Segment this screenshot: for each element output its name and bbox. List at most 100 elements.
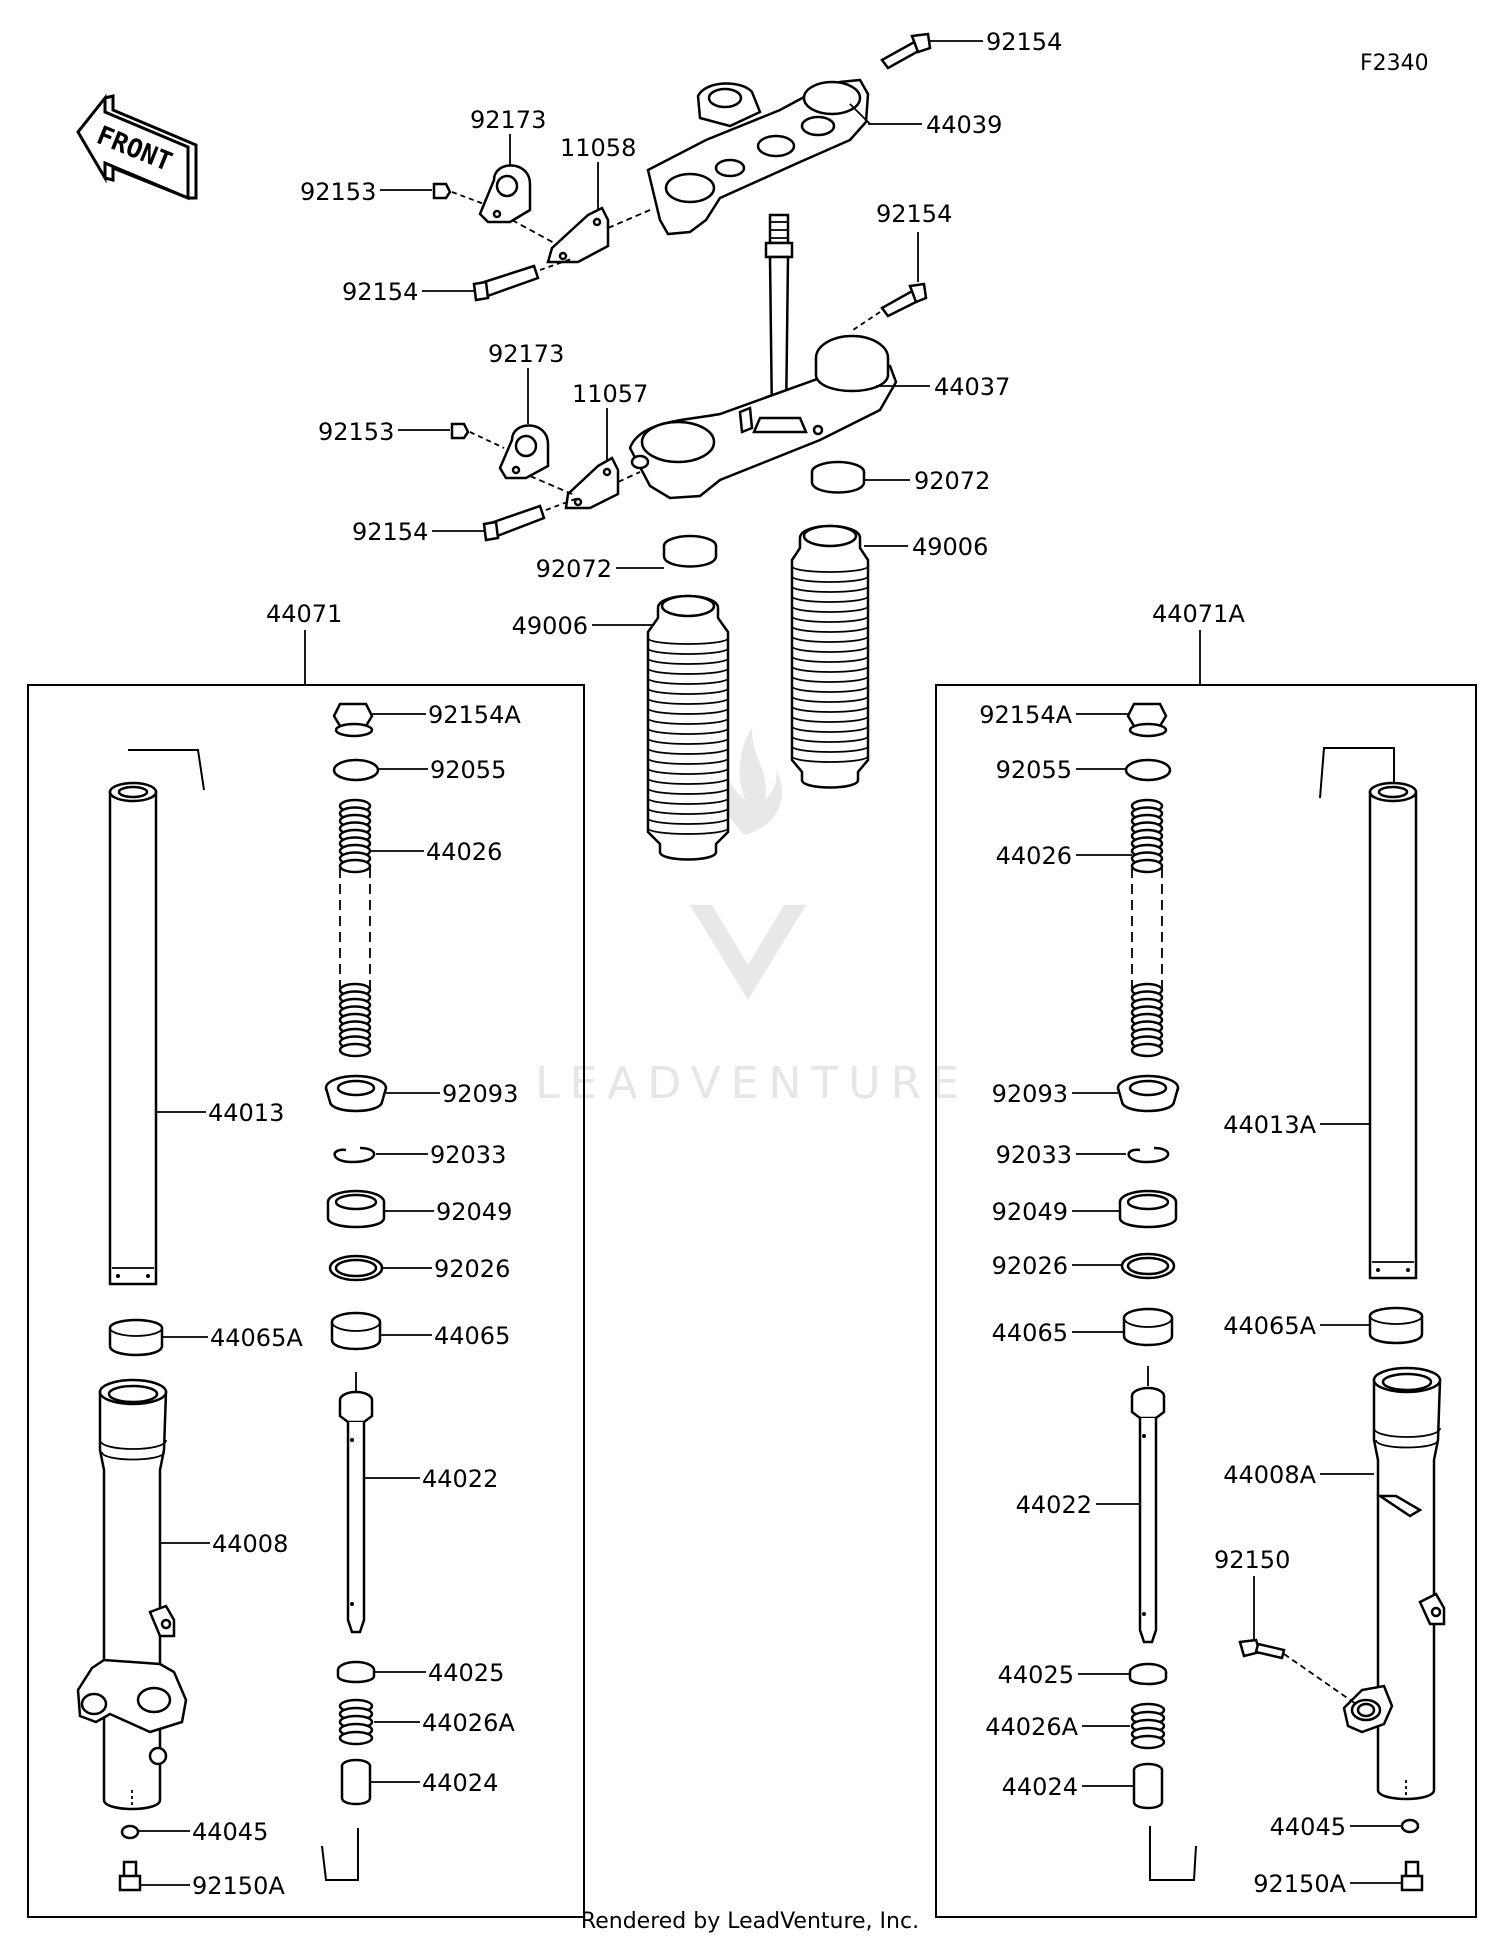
inner-tube-right: 44013A <box>1223 781 1418 1280</box>
boot-ridge <box>791 705 869 713</box>
cylinder-right: 44022 <box>1016 1366 1166 1644</box>
boot-ridge <box>791 745 869 753</box>
label-gasket-right: 44045 <box>1270 1813 1346 1841</box>
label-spring-left: 44026 <box>426 838 502 866</box>
oil-seal-left: 92049 <box>326 1189 512 1229</box>
boot-ridge <box>647 647 729 655</box>
watermark-logo: LEADVENTURE <box>535 728 959 1109</box>
cap-bolt-right: 92154A <box>979 701 1168 738</box>
snap-ring-left: 92033 <box>333 1141 506 1169</box>
boot-ridge <box>647 827 729 835</box>
label-axle-bolt-right: 92150 <box>1214 1546 1290 1574</box>
label-gasket-left: 44045 <box>192 1818 268 1846</box>
washer-right: 92026 <box>992 1252 1176 1280</box>
label-screw-upper: 92153 <box>300 178 376 206</box>
label-screw-lower: 92153 <box>318 418 394 446</box>
upper-triple-clamp: 44039 <box>646 78 1002 236</box>
axle-bolt-right: 92150 <box>1214 1546 1357 1705</box>
label-spring-right: 44026 <box>996 842 1072 870</box>
cylinder-left: 44022 <box>338 1372 498 1634</box>
boot-ridge <box>647 757 729 765</box>
label-inner-tube-left: 44013 <box>208 1099 284 1127</box>
bottom-bolt-left: 92150A <box>118 1860 285 1900</box>
boot-ridge <box>791 635 869 643</box>
spring-coil <box>338 858 372 874</box>
cap-bolt-left: 92154A <box>332 701 521 738</box>
label-bolt-top: 92154 <box>986 28 1062 56</box>
outer-tube-right: 44008A <box>1223 1366 1446 1801</box>
snap-ring-right: 92033 <box>996 1141 1170 1169</box>
spring-coil <box>1130 1042 1164 1058</box>
label-dust-seal-left: 92093 <box>442 1080 518 1108</box>
label-cap-bolt-right: 92154A <box>979 701 1072 729</box>
label-washer-left: 92026 <box>434 1255 510 1283</box>
boot-ridge <box>647 717 729 725</box>
lower-clamp-group: 92173 11057 92153 92154 <box>318 340 648 546</box>
boot-ridge <box>791 755 869 763</box>
upper-clamp-group: 92173 11058 92153 92154 <box>300 106 651 306</box>
bolt-top: 92154 <box>880 28 1062 70</box>
boot-ridge <box>791 565 869 573</box>
spring-right: 44026 <box>996 798 1164 1058</box>
piece-right: 44024 <box>1002 1762 1164 1810</box>
label-plate-lower: 11057 <box>572 380 648 408</box>
bushing-tube-left: 44065A <box>108 1318 303 1357</box>
label-bolt-lower-right: 92154 <box>876 200 952 228</box>
label-bottom-bolt-left: 92150A <box>192 1872 285 1900</box>
gasket-left: 44045 <box>120 1818 268 1846</box>
boot-ridge <box>647 707 729 715</box>
label-ring-left: 44025 <box>428 1659 504 1687</box>
spring-left: 44026 <box>338 798 502 1058</box>
boot-ridge <box>791 685 869 693</box>
label-snap-ring-right: 92033 <box>996 1141 1072 1169</box>
label-oil-seal-right: 92049 <box>992 1198 1068 1226</box>
oil-seal-right: 92049 <box>992 1189 1178 1229</box>
label-upper-bracket: 44039 <box>926 111 1002 139</box>
boot-ridge <box>791 675 869 683</box>
rebound-spring-right: 44026A <box>985 1702 1166 1750</box>
boot-ridge <box>791 595 869 603</box>
spring-coil <box>338 1730 374 1746</box>
label-bushing-tube-left: 44065A <box>210 1324 303 1352</box>
boot-ridge <box>647 667 729 675</box>
label-oil-seal-left: 92049 <box>436 1198 512 1226</box>
footer-credit: Rendered by LeadVenture, Inc. <box>581 1909 919 1934</box>
bushing-tube-right: 44065A <box>1223 1306 1424 1345</box>
band-left: 92072 <box>536 534 718 583</box>
dust-seal-right: 92093 <box>992 1074 1180 1113</box>
label-bolt-upper-left: 92154 <box>342 278 418 306</box>
bottom-bolt-right: 92150A <box>1253 1860 1424 1898</box>
boot-ridge <box>791 715 869 723</box>
label-rebound-spring-left: 44026A <box>422 1709 515 1737</box>
boot-left: 49006 <box>512 594 730 861</box>
label-clamp-upper: 92173 <box>470 106 546 134</box>
washer-left: 92026 <box>328 1254 510 1283</box>
diagram-code: F2340 <box>1360 51 1429 76</box>
boot-ridge <box>647 687 729 695</box>
boot-right: 49006 <box>790 524 988 789</box>
label-o-ring-right: 92055 <box>996 756 1072 784</box>
gasket-right: 44045 <box>1270 1813 1420 1841</box>
boot-ridge <box>791 575 869 583</box>
boot-ridge <box>791 735 869 743</box>
left-fork-assembly: 44071 44013 44065A <box>27 600 585 1918</box>
right-assembly-box <box>935 684 1477 1918</box>
label-cylinder-left: 44022 <box>422 1465 498 1493</box>
spring-coil <box>1130 858 1164 874</box>
label-boot-left: 49006 <box>512 612 588 640</box>
spring-coil <box>338 1042 372 1058</box>
label-snap-ring-left: 92033 <box>430 1141 506 1169</box>
label-piece-right: 44024 <box>1002 1773 1078 1801</box>
front-arrow-icon: FRONT <box>76 93 198 201</box>
boot-ridge <box>791 665 869 673</box>
label-inner-tube-right: 44013A <box>1223 1111 1316 1139</box>
boot-ridge <box>791 695 869 703</box>
right-fork-assembly: 44071A 92154A 92055 44026 <box>935 600 1477 1918</box>
o-ring-left: 92055 <box>332 756 506 784</box>
lower-triple-clamp: 44037 92154 <box>628 200 1010 500</box>
label-outer-tube-right: 44008A <box>1223 1461 1316 1489</box>
boot-ridge <box>647 817 729 825</box>
o-ring-right: 92055 <box>996 756 1172 784</box>
boot-ridge <box>791 725 869 733</box>
boot-ridge <box>647 777 729 785</box>
